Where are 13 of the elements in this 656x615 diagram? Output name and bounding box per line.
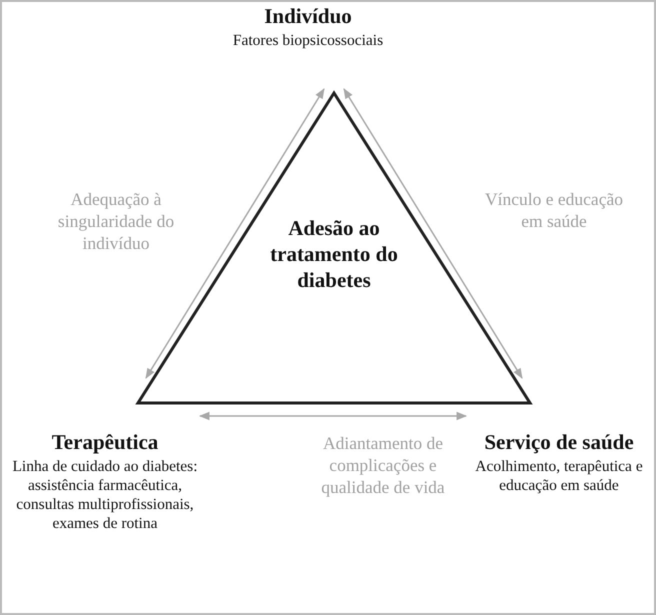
double-arrow: [343, 88, 523, 379]
node-heading: Terapêutica: [50, 430, 160, 454]
center-text: Adesão ao tratamento do diabetes: [254, 215, 414, 293]
double-arrow: [145, 88, 325, 379]
edge-label: Adequação à singularidade do indivíduo: [56, 188, 176, 254]
node-heading: Indivíduo: [263, 4, 353, 28]
double-arrow: [198, 412, 468, 420]
edge-label: Adiantamento de complicações e qualidade de vida: [320, 432, 446, 498]
node-description: Fatores biopsicossociais: [232, 31, 384, 50]
edge-label: Vínculo e educação em saúde: [484, 188, 624, 232]
node-description: Acolhimento, terapêutica e educação em saúde: [474, 457, 644, 495]
node-description: Linha de cuidado ao diabetes: assistência farmacêutica, consultas multiprofissionais, exames de rotina: [11, 457, 199, 533]
node-heading: Serviço de saúde: [483, 430, 635, 454]
